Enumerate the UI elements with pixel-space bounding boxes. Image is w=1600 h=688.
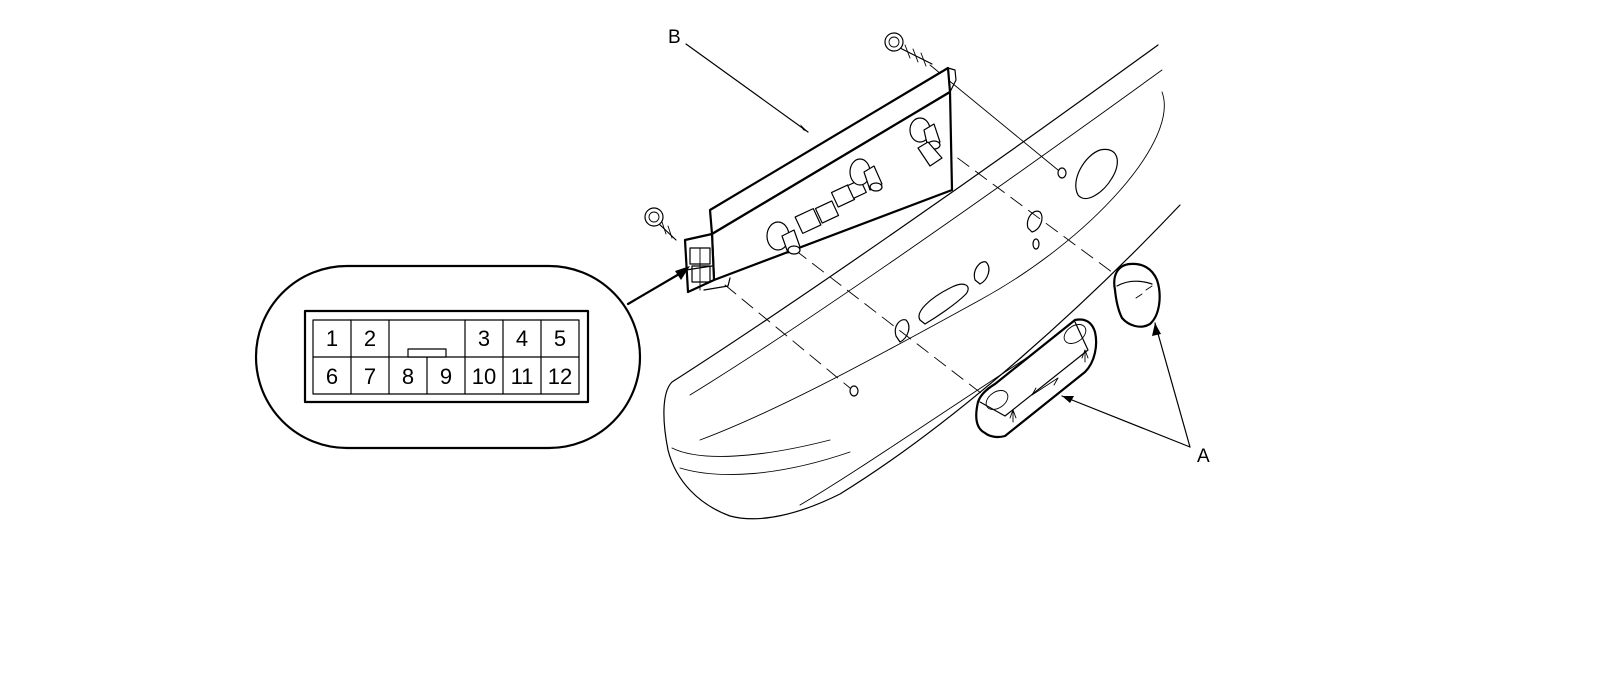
connector-pin-label: 10	[472, 364, 496, 389]
connector-pin-label: 6	[326, 364, 338, 389]
connector-pin-label: 9	[440, 364, 452, 389]
switch-lever	[909, 117, 943, 167]
switch-lever	[849, 158, 883, 192]
connector-lock-tab	[407, 348, 447, 358]
slide-recline-knob	[975, 318, 1098, 439]
connector-pin-label: 1	[326, 326, 338, 351]
connector-pin-label: 7	[364, 364, 376, 389]
panel-slot-oval	[1075, 148, 1118, 200]
connector-pin-label: 12	[548, 364, 572, 389]
connector-detail: 1 2 3 4 5 6 7 8 9 10 11 12	[254, 264, 642, 450]
seat-side-trim-panel	[663, 44, 1181, 520]
leader-lines	[626, 43, 1191, 448]
screw-hole-right	[1057, 167, 1067, 179]
connector-pin-label: 3	[478, 326, 490, 351]
switch-lever	[766, 221, 801, 255]
panel-slot-long	[918, 283, 969, 325]
callout-a-label: A	[1197, 446, 1210, 467]
connector-pin-label: 11	[511, 364, 534, 389]
screw-hole-left	[849, 385, 859, 397]
height-adjust-knob	[1113, 262, 1161, 328]
connector-pin-label: 2	[364, 326, 376, 351]
switch-lever	[794, 179, 867, 234]
callout-b-label: B	[668, 27, 681, 48]
connector-pin-label: 4	[516, 326, 528, 351]
connector-pin-label: 8	[402, 364, 414, 389]
screw-right	[884, 32, 933, 67]
screw-left	[644, 207, 677, 241]
seat-switch-assembly	[683, 66, 957, 294]
connector-face	[303, 309, 590, 404]
alignment-lines	[724, 64, 1121, 401]
connector-pin-label: 5	[554, 326, 566, 351]
